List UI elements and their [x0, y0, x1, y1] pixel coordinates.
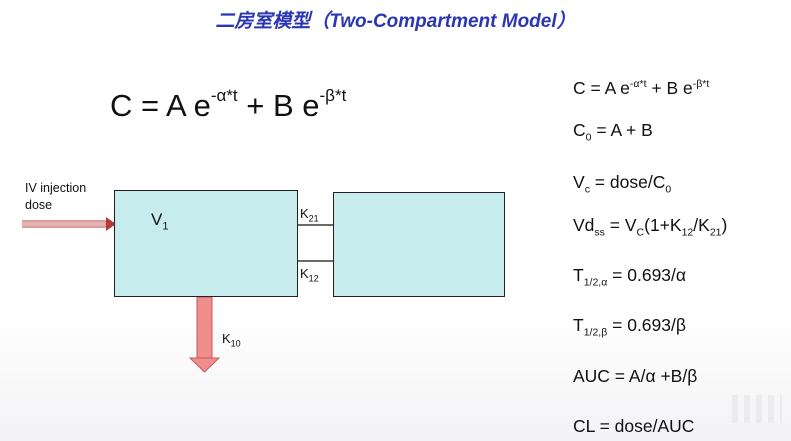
central-compartment — [114, 190, 298, 297]
eq8-text: CL = dose/AUC — [573, 416, 695, 436]
eq5-a: T — [573, 265, 584, 285]
eq2-b: = A + B — [591, 120, 653, 140]
main-eq-lhs: C = A e — [110, 88, 211, 123]
v1-main: V — [151, 210, 163, 229]
k21-label: K21 — [300, 206, 319, 224]
main-equation: C = A e-α*t + B e-β*t — [110, 85, 347, 124]
eq4-e: ) — [721, 215, 728, 235]
k12-sub: 12 — [308, 273, 319, 284]
eq3-sub2: 0 — [665, 183, 672, 196]
main-eq-mid: + B e — [237, 88, 320, 123]
eq1-a: C = A e — [573, 78, 630, 98]
k10-main: K — [222, 331, 231, 346]
eq7-text: AUC = A/α +B/β — [573, 366, 698, 386]
k21-sub: 21 — [308, 213, 319, 224]
equation-vc: Vc = dose/C0 — [573, 172, 671, 196]
eq5-b: = 0.693/α — [607, 265, 687, 285]
iv-label-line1: IV injection — [25, 181, 87, 195]
k10-label: K10 — [222, 331, 241, 349]
equation-c0: C0 = A + B — [573, 120, 653, 144]
peripheral-compartment — [333, 192, 505, 297]
eq2-a: C — [573, 120, 586, 140]
eq6-sub: 1/2,β — [583, 326, 608, 339]
iv-label-line2: dose — [25, 198, 53, 212]
iv-arrow — [22, 217, 116, 231]
k10-sub: 10 — [230, 338, 241, 349]
eq2-sub: 0 — [585, 131, 592, 144]
eq4-b: = V — [604, 215, 637, 235]
eq3-a: V — [573, 172, 585, 192]
eq4-sub1: ss — [594, 226, 605, 239]
eq6-b: = 0.693/β — [607, 315, 686, 335]
equation-vdss: Vdss = VC(1+K12/K21) — [573, 215, 727, 239]
v1-sub: 1 — [162, 220, 169, 233]
main-eq-exp1: -α*t — [210, 85, 238, 105]
eq4-d: /K — [693, 215, 710, 235]
slide-title: 二房室模型（Two-Compartment Model） — [215, 11, 576, 32]
eq5-sub: 1/2,α — [583, 276, 608, 289]
central-volume-label: V1 — [151, 210, 168, 232]
eq3-b: = dose/C — [589, 172, 666, 192]
eq1-sup2: -β*t — [692, 78, 710, 91]
k12-main: K — [300, 266, 309, 281]
eq1-b: + B e — [646, 78, 693, 98]
equation-auc: AUC = A/α +B/β — [573, 366, 697, 387]
equation-half-life-beta: T1/2,β = 0.693/β — [573, 315, 686, 339]
k21-main: K — [300, 206, 309, 221]
iv-injection-label: IV injection dose — [25, 180, 86, 214]
eq4-c: (1+K — [644, 215, 682, 235]
eq4-sub4: 21 — [709, 226, 722, 239]
eq4-sub2: C — [636, 226, 645, 239]
equation-clearance: CL = dose/AUC — [573, 416, 694, 437]
watermark-blur — [732, 395, 782, 423]
eq4-a: Vd — [573, 215, 595, 235]
eq1-sup1: -α*t — [629, 78, 647, 91]
equation-concentration: C = A e-α*t + B e-β*t — [573, 78, 709, 99]
k12-label: K12 — [300, 266, 319, 284]
eq3-sub1: c — [584, 183, 590, 196]
eq4-sub3: 12 — [681, 226, 694, 239]
equation-half-life-alpha: T1/2,α = 0.693/α — [573, 265, 686, 289]
main-eq-exp2: -β*t — [319, 85, 347, 105]
eq6-a: T — [573, 315, 584, 335]
k10-arrow — [188, 296, 221, 373]
